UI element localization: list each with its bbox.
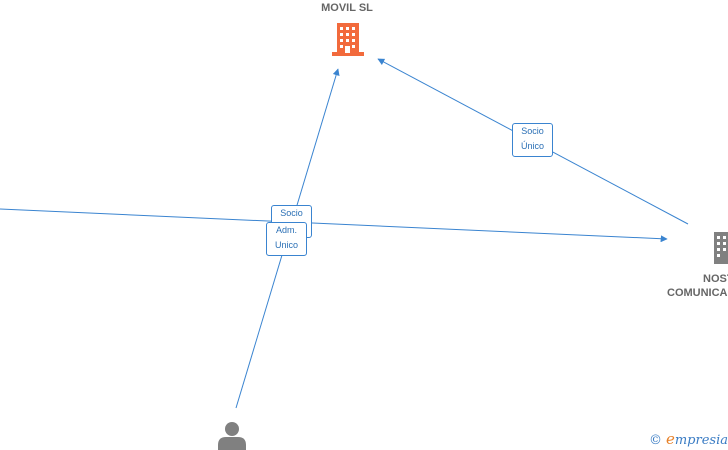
copyright-symbol: © [648, 433, 662, 448]
person-icon[interactable] [218, 422, 246, 450]
edge-label-adm-unico[interactable]: Adm. Unico [266, 222, 307, 256]
edge-label-socio-unico[interactable]: Socio Único [512, 123, 553, 157]
edge-label-line1: Socio [521, 126, 544, 136]
edge-label-line2: Único [520, 141, 544, 151]
building-icon[interactable] [714, 232, 728, 264]
company-label-nost[interactable]: NOST COMUNICACI [660, 272, 728, 300]
edge-label-line1: Socio [280, 208, 303, 218]
brand-name: mpresia [674, 433, 728, 448]
company-label-movil[interactable]: MOVIL SL [321, 2, 373, 14]
edge-left-to-nost [0, 208, 668, 243]
edge-label-line2: Unico [274, 240, 298, 250]
empresia-watermark: ©empresia [649, 430, 728, 448]
company-label-line2: COMUNICACI [667, 287, 728, 299]
edge-label-line1: Adm. [275, 225, 297, 235]
brand-initial: e [665, 430, 675, 448]
company-label-line1: NOST [703, 273, 728, 285]
building-icon[interactable] [332, 23, 364, 56]
